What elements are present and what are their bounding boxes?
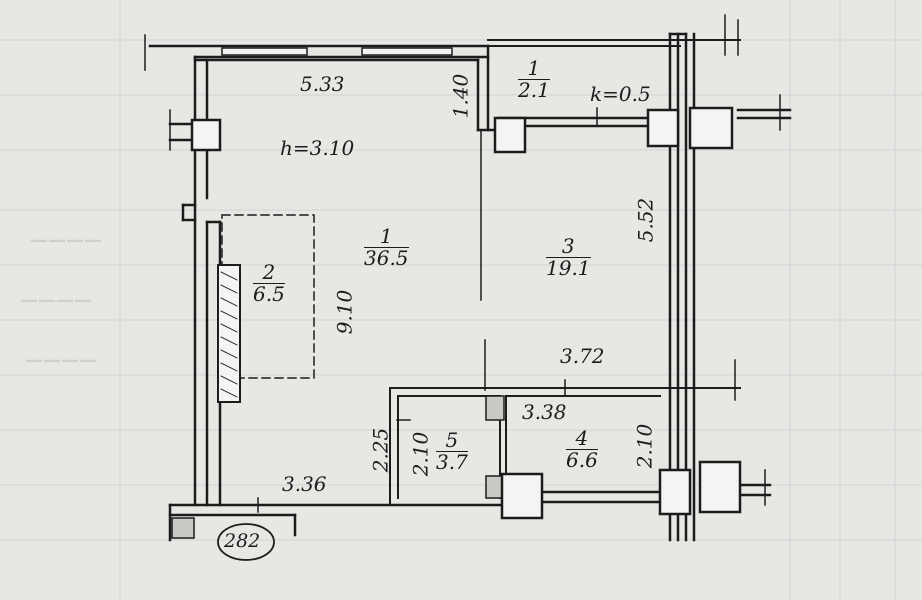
apartment-number: 282 (224, 530, 261, 552)
dim-room5-outer: 2.25 (368, 427, 393, 473)
room-label-5: 5 3.7 (436, 430, 468, 473)
room-number: 2 (262, 260, 276, 284)
ghost-text: ———— (20, 290, 92, 311)
room-label-1: 1 36.5 (364, 226, 409, 269)
room-area: 19.1 (546, 256, 591, 280)
dim-bath-inner: 3.38 (522, 400, 567, 424)
column-bottom-mid (500, 472, 544, 520)
wall-bottom (168, 469, 772, 542)
column-loggia-left (493, 116, 527, 154)
room-area: 3.7 (436, 450, 468, 474)
dim-bottom-width: 3.36 (282, 472, 327, 496)
room-area: 6.6 (566, 448, 598, 472)
partition-room1-room3 (480, 129, 486, 391)
room-number: 1 (379, 224, 393, 248)
room-label-4: 4 6.6 (566, 428, 598, 471)
ventilation-block (171, 517, 195, 539)
room-area: 2.1 (518, 78, 550, 102)
column-loggia-outer (688, 106, 734, 150)
dim-top-width: 5.33 (300, 72, 345, 96)
column-loggia-right (646, 108, 680, 148)
ghost-text: ———— (30, 230, 102, 251)
dim-bath-top: 3.72 (560, 344, 605, 368)
dim-room4-height: 2.10 (632, 423, 657, 469)
ceiling-height: h=3.10 (280, 136, 355, 160)
dim-room5-inner: 2.10 (408, 431, 433, 477)
wall-loggia-top (487, 14, 741, 56)
room-number: 3 (561, 234, 575, 258)
room-label-3: 3 19.1 (546, 236, 591, 279)
room-number: 1 (527, 56, 541, 80)
dim-room3-height: 5.52 (633, 197, 658, 243)
dimension-ticks (257, 107, 598, 513)
column-bottom-right (658, 468, 692, 516)
dim-room1-height: 9.10 (332, 289, 357, 335)
ghost-text: ———— (25, 350, 97, 371)
room-area: 6.5 (253, 282, 285, 306)
shaft-upper (485, 395, 505, 421)
apartment-number-ring (217, 523, 275, 561)
room-number: 5 (445, 428, 459, 452)
column-left (190, 118, 222, 152)
room-label-2: 2 6.5 (253, 262, 285, 305)
wall-top (144, 34, 490, 71)
column-bottom-outer (698, 460, 742, 514)
room-area: 36.5 (364, 246, 409, 270)
radiator-hatch (220, 271, 238, 398)
loggia-coefficient: k=0.5 (590, 82, 651, 106)
room-number: 4 (575, 426, 589, 450)
room-label-loggia: 1 2.1 (518, 58, 550, 101)
dim-partition-length: 1.40 (448, 73, 473, 119)
